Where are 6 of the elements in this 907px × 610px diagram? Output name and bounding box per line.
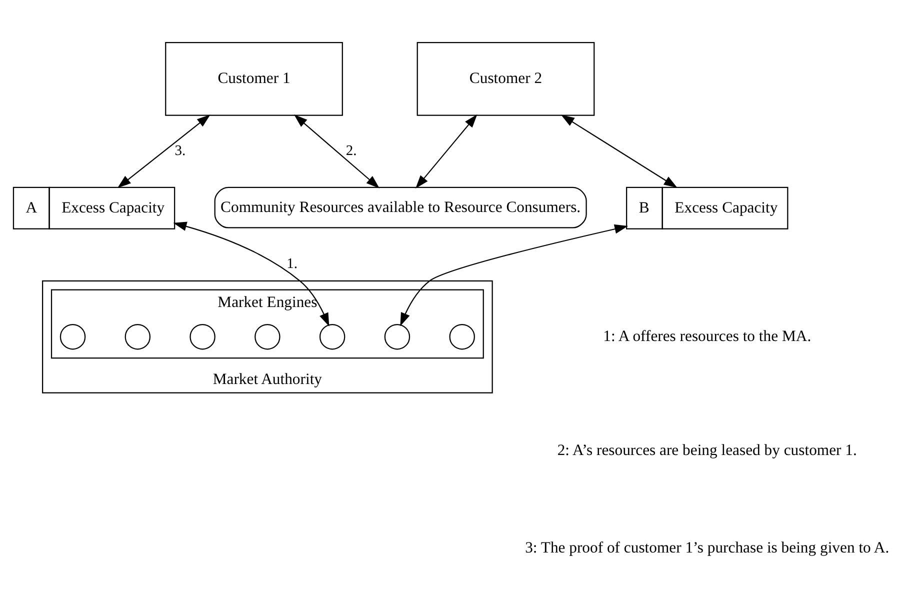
label: 3: The proof of customer 1’s purchase is being given to A. (524, 538, 889, 556)
edge-label: 3. (174, 142, 186, 158)
label: 2: A’s resources are being leased by customer 1. (556, 442, 856, 459)
label: 1: A offeres resources to the MA. (602, 327, 811, 344)
edge-label: 1. (286, 255, 298, 272)
edge-label: 2. (345, 142, 356, 158)
